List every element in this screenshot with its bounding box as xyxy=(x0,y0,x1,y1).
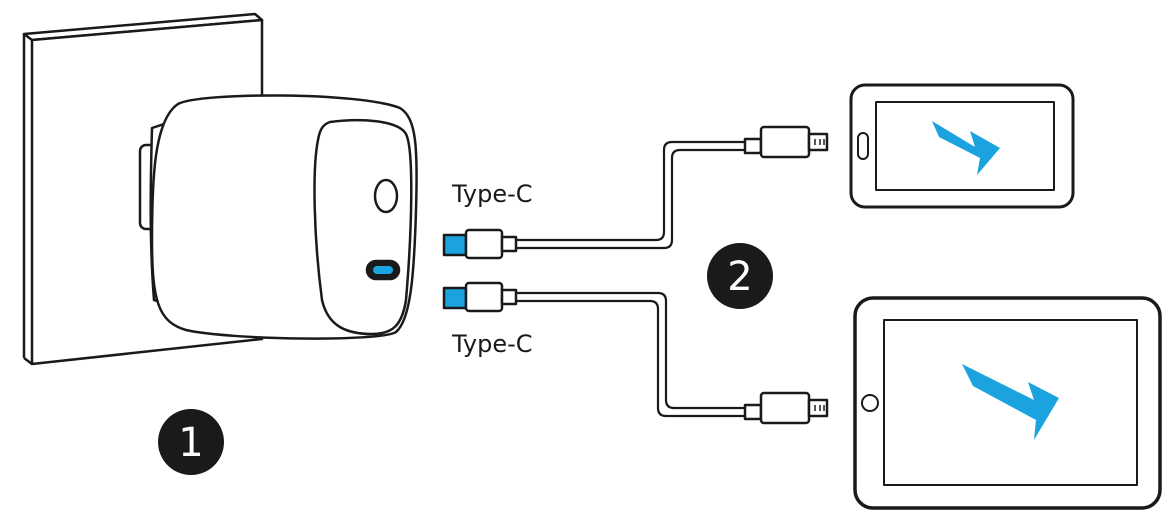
lightning-connector-icon xyxy=(743,125,829,159)
step-badge-2: 2 xyxy=(707,243,773,309)
type-c-label-bottom: Type-C xyxy=(451,330,533,358)
cable-to-phone xyxy=(516,140,745,250)
type-c-label-top: Type-C xyxy=(451,180,533,208)
lightning-connector-icon xyxy=(743,391,829,425)
cable-to-tablet xyxy=(516,291,745,418)
step-badge-1: 1 xyxy=(158,409,224,475)
lightning-bolt-icon xyxy=(932,121,1000,175)
step-number-1: 1 xyxy=(178,420,203,466)
wall-charger xyxy=(138,94,418,340)
usb-c-plug-icon xyxy=(442,228,518,260)
lightning-bolt-icon xyxy=(962,364,1059,440)
usb-c-plug-icon xyxy=(442,281,518,313)
step-number-2: 2 xyxy=(727,254,752,300)
